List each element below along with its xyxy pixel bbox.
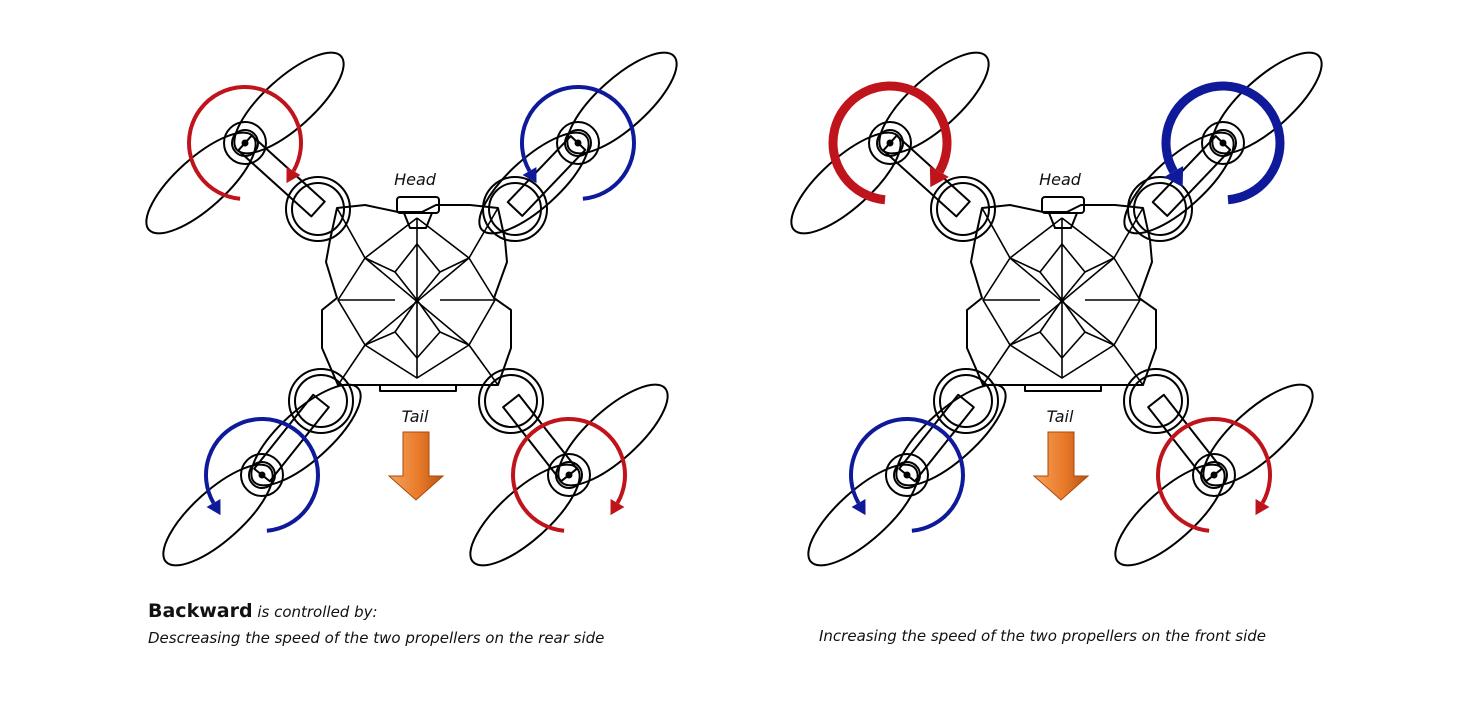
rotation-arrow-icon bbox=[851, 499, 866, 516]
rotation-ring-rear-right bbox=[511, 417, 627, 533]
head-label: Head bbox=[394, 170, 437, 189]
rotation-arrow-icon bbox=[206, 499, 221, 516]
tail-label: Tail bbox=[1047, 407, 1074, 426]
rotation-arrow-icon bbox=[610, 499, 625, 516]
arm-rear-right bbox=[478, 368, 591, 497]
caption-title-rest: is controlled by: bbox=[257, 603, 378, 621]
rotation-ring-front-left bbox=[828, 81, 952, 205]
drone-body bbox=[321, 204, 512, 386]
propeller-front-right bbox=[478, 51, 678, 235]
rotation-ring-front-left bbox=[187, 85, 303, 201]
drone-body bbox=[966, 204, 1157, 386]
arm-front-right bbox=[482, 121, 600, 242]
arm-rear-left bbox=[240, 368, 354, 497]
caption-left: Descreasing the speed of the two propell… bbox=[148, 629, 605, 647]
rotation-ring-rear-left bbox=[849, 417, 965, 533]
arm-front-left bbox=[868, 121, 996, 242]
rotation-ring-front-right bbox=[1161, 81, 1285, 205]
arm-rear-left bbox=[885, 368, 999, 497]
head-bump bbox=[1041, 196, 1085, 214]
caption-right: Increasing the speed of the two propelle… bbox=[819, 627, 1266, 645]
rotation-ring-rear-left bbox=[204, 417, 320, 533]
rotation-ring-front-right bbox=[520, 85, 636, 201]
arm-front-left bbox=[223, 121, 351, 242]
rotation-ring-rear-right bbox=[1156, 417, 1272, 533]
arm-front-right bbox=[1127, 121, 1245, 242]
caption-title-bold: Backward bbox=[148, 600, 253, 622]
head-label: Head bbox=[1039, 170, 1082, 189]
rotation-arrow-icon bbox=[286, 167, 301, 184]
arm-rear-right bbox=[1123, 368, 1236, 497]
head-bump bbox=[396, 196, 440, 214]
caption-title: Backward is controlled by: bbox=[148, 600, 378, 622]
propeller-rear-left bbox=[162, 383, 362, 567]
tail-label: Tail bbox=[402, 407, 429, 426]
propeller-rear-left bbox=[807, 383, 1007, 567]
rotation-arrow-icon bbox=[929, 166, 949, 188]
rotation-arrow-icon bbox=[522, 167, 537, 184]
rotation-arrow-icon bbox=[1255, 499, 1270, 516]
rotation-arrow-icon bbox=[1164, 166, 1184, 188]
down-arrow-icon bbox=[387, 431, 445, 501]
down-arrow-icon bbox=[1032, 431, 1090, 501]
propeller-front-right bbox=[1123, 51, 1323, 235]
